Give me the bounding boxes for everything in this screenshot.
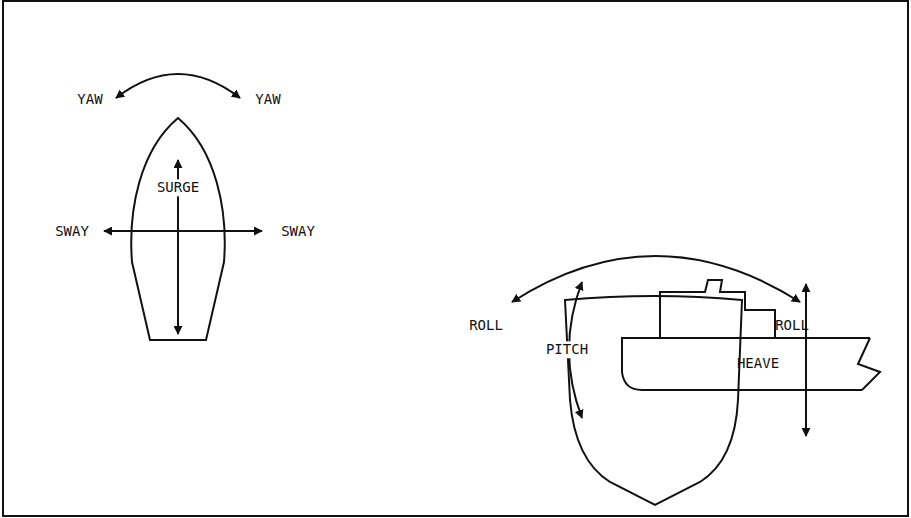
motion-label: PITCH [543,341,591,358]
frame [3,1,908,516]
hull-side-view [622,338,870,390]
break-line [858,338,880,390]
motion-label: SURGE [154,179,202,196]
superstructure [660,280,775,338]
motion-label: SWAY [281,224,315,239]
sway-arrow [104,230,262,232]
hull-top-view [131,118,224,340]
yaw-arrow [116,74,240,98]
motion-label: ROLL [775,318,809,333]
motion-label: HEAVE [737,356,779,371]
motion-label: ROLL [469,318,503,333]
motion-label: YAW [255,92,280,107]
motion-label: YAW [77,92,102,107]
heave-arrow [805,284,807,436]
motion-label: SWAY [55,224,89,239]
hull-section [565,296,742,505]
